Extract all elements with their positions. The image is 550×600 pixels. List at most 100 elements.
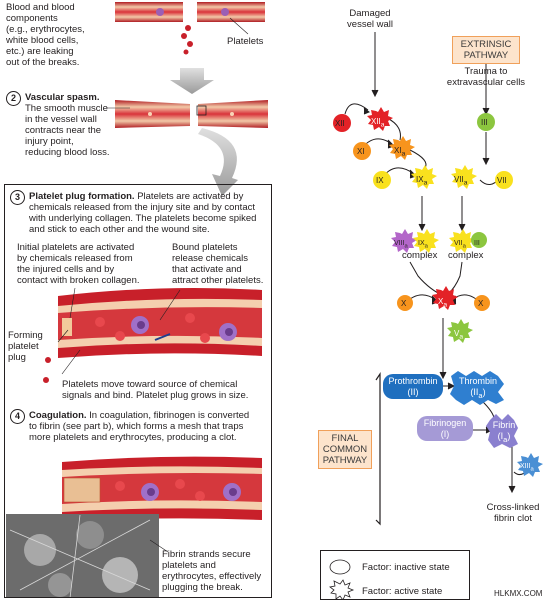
fibrin-strands-note: Fibrin strands secure platelets and eryt… xyxy=(162,549,261,593)
step2-line: in the vessel wall xyxy=(25,114,97,125)
factor-ixa-sub: a xyxy=(423,179,428,187)
step3-line: Platelets are activated by xyxy=(137,191,244,202)
factor-ixa-complex-label: IXa xyxy=(418,238,428,252)
label-line: Cross-linked xyxy=(486,502,540,513)
label-line: extravascular cells xyxy=(446,77,526,88)
step-arrow-2 xyxy=(198,128,238,196)
note-line: that activate and xyxy=(172,264,242,275)
step4-line: more platelets and erythrocytes, produci… xyxy=(29,432,237,443)
label-line: Forming xyxy=(8,330,43,341)
thrombin-label: Thrombin (IIa) xyxy=(452,376,504,401)
factor-viia-label: VIIa xyxy=(454,174,467,189)
platelets-move-note: Platelets move toward source of chemical… xyxy=(62,379,248,401)
step1-line: white blood cells, xyxy=(6,35,79,46)
note-line: signals and bind. Platelet plug grows in… xyxy=(62,390,249,401)
step3-title: Platelet plug formation. xyxy=(29,191,135,202)
step4-title: Coagulation. xyxy=(29,410,87,421)
step2-title: Vascular spasm. xyxy=(25,92,100,103)
fibrinogen-label: Fibrinogen (I) xyxy=(417,418,473,440)
vessel-step3 xyxy=(43,287,262,383)
label-line: plug xyxy=(8,352,26,363)
note-line: attract other platelets. xyxy=(172,275,264,286)
factor-vii-complex-sub: a xyxy=(462,243,466,250)
label-line: Trauma to xyxy=(464,66,508,77)
label-line: (II) xyxy=(407,387,419,397)
forming-plug-label: Forming platelet plug xyxy=(8,330,43,363)
step3-number: 3 xyxy=(10,190,25,205)
label-line: Prothrombin xyxy=(388,376,438,386)
label-line: Thrombin xyxy=(458,376,497,386)
box-line: COMMON xyxy=(322,444,368,455)
legend-inactive-label: Factor: inactive state xyxy=(362,562,450,573)
factor-viii-sub: a xyxy=(404,243,408,250)
label-line: Damaged xyxy=(349,8,391,19)
factor-xa-main: X xyxy=(438,297,444,306)
factor-xia-main: XI xyxy=(394,146,402,155)
factor-va-main: V xyxy=(454,329,460,338)
step1-text: Blood and blood components (e.g., erythr… xyxy=(6,2,85,68)
factor-xa-sub: a xyxy=(443,301,448,309)
final-common-pathway-box: FINAL COMMON PATHWAY xyxy=(318,430,372,469)
trauma-label: Trauma to extravascular cells xyxy=(440,66,532,88)
factor-viiia-label: VIIIa xyxy=(394,238,408,252)
vessel-step1 xyxy=(115,2,265,55)
label-sub: a xyxy=(503,434,508,444)
complex-left-label: complex xyxy=(402,250,438,261)
prothrombin-label: Prothrombin (II) xyxy=(383,376,443,398)
factor-xii-label: XII xyxy=(335,119,345,128)
factor-viia-main: VII xyxy=(454,175,464,184)
factor-xia-label: XIa xyxy=(394,145,405,160)
note-line: Bound platelets xyxy=(172,242,238,253)
step4-number: 4 xyxy=(10,409,25,424)
label-line: Fibrin xyxy=(492,420,516,430)
vessel-step2 xyxy=(106,100,268,128)
box-line: FINAL xyxy=(331,433,359,444)
box-line: EXTRINSIC xyxy=(460,39,512,50)
step1-line: out of the breaks. xyxy=(6,57,80,68)
note-line: Platelets move toward source of chemical xyxy=(62,379,238,390)
note-line: release chemicals xyxy=(172,253,249,264)
factor-xia-sub: a xyxy=(401,150,406,158)
legend-active-label: Factor: active state xyxy=(362,586,443,597)
factor-ix-complex-main: IX xyxy=(418,240,425,247)
vessel-step4 xyxy=(62,456,262,522)
factor-va-sub: a xyxy=(459,333,464,341)
factor-x-right-label: X xyxy=(478,299,484,308)
box-line: PATHWAY xyxy=(322,455,368,466)
label-line: (II xyxy=(470,387,479,397)
complex-right-label: complex xyxy=(448,250,484,261)
factor-va-label: Va xyxy=(454,328,463,343)
step3-line: with underlying collagen. The platelets … xyxy=(29,213,257,224)
platelets-label: Platelets xyxy=(227,36,264,47)
factor-xiia-label: XIIa xyxy=(371,116,384,131)
factor-xiiia-label: XIIIa xyxy=(520,461,534,475)
label-line: (I xyxy=(497,431,504,441)
factor-iii-label: III xyxy=(481,118,488,127)
pathway-arrows xyxy=(344,32,529,526)
factor-ixa-label: IXa xyxy=(416,174,427,189)
label-line: fibrin clot xyxy=(493,513,532,524)
factor-shapes xyxy=(333,107,543,477)
label-line: platelet xyxy=(8,341,39,352)
label-line: vessel wall xyxy=(347,19,393,30)
initial-platelets-note: Initial platelets are activated by chemi… xyxy=(17,242,140,286)
crosslinked-fibrin-label: Cross-linked fibrin clot xyxy=(478,502,548,524)
fibrin-micrograph xyxy=(6,514,169,599)
factor-x-left-label: X xyxy=(401,299,407,308)
step1-line: (e.g., erythrocytes, xyxy=(6,24,85,35)
factor-viia-sub: a xyxy=(463,179,468,187)
factor-viia-complex-label: VIIa xyxy=(454,238,466,252)
note-line: contact with broken collagen. xyxy=(17,275,140,286)
step-arrow-1 xyxy=(170,68,214,94)
step2-number: 2 xyxy=(6,91,21,106)
step3-line: chemicals released from the injury site … xyxy=(29,202,255,213)
factor-xiii-sub: a xyxy=(530,466,534,473)
box-line: PATHWAY xyxy=(463,50,509,61)
step3-text: Platelet plug formation. Platelets are a… xyxy=(29,191,267,235)
note-line: plugging the break. xyxy=(162,582,243,593)
step4-line: In coagulation, fibrinogen is converted xyxy=(89,410,250,421)
note-line: Fibrin strands secure xyxy=(162,549,251,560)
factor-viii-main: VIII xyxy=(394,240,405,247)
label-line: Fibrinogen xyxy=(423,418,467,428)
